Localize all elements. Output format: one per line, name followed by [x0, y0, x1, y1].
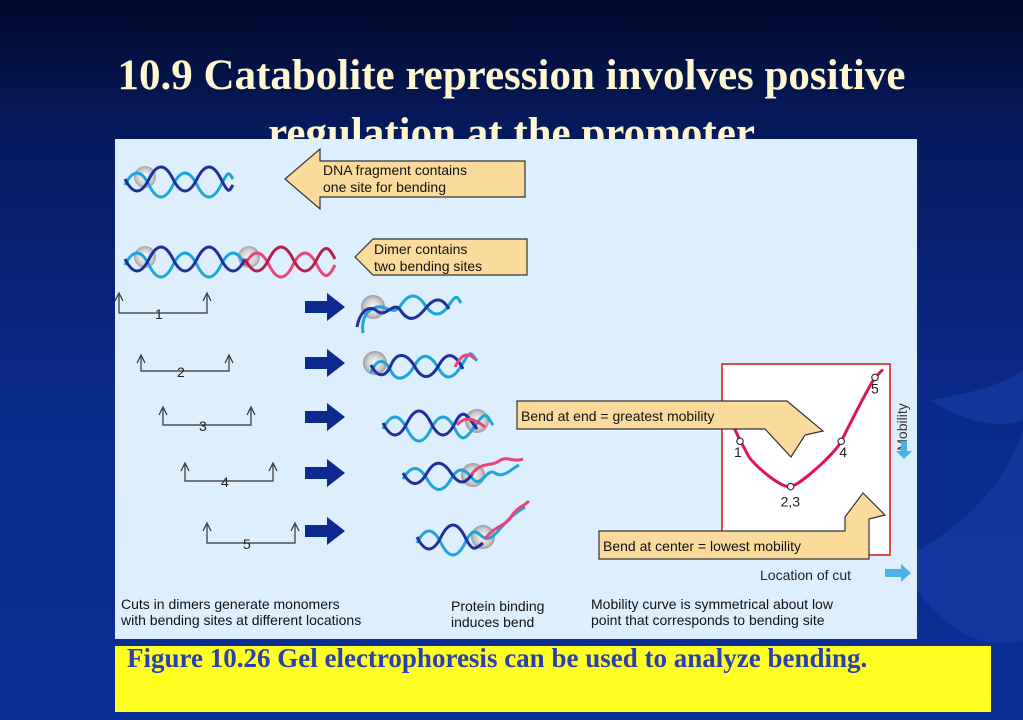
y-axis-title: Mobility [894, 403, 910, 450]
process-arrows [305, 293, 345, 545]
graph-point-label: 1 [734, 444, 742, 460]
graph-point-label: 4 [839, 444, 847, 460]
callout-bend-center-text: Bend at center = lowest mobility [603, 538, 801, 554]
figure-canvas: DNA fragment contains one site for bendi… [115, 147, 912, 630]
footer-col1-line2: with bending sites at different location… [120, 612, 361, 628]
callout-bend-center: Bend at center = lowest mobility [598, 492, 887, 560]
footer-col3-line2: point that corresponds to bending site [591, 612, 825, 628]
footer-col2-line2: induces bend [451, 614, 534, 630]
x-axis-arrow-icon [885, 564, 911, 582]
graph-point [786, 482, 795, 491]
bent-monomer-3 [381, 409, 495, 443]
callout-dimer-line2: two bending sites [374, 258, 482, 274]
cut-label-5: 5 [243, 536, 251, 552]
cut-label-3: 3 [199, 418, 207, 434]
callout-bend-end: Bend at end = greatest mobility [516, 400, 825, 458]
graph-points: 1 2,3 4 5 [734, 373, 879, 510]
callout-dimer: Dimer contains two bending sites [354, 238, 528, 276]
cut-labels: 1 2 3 4 5 [155, 306, 251, 552]
bent-monomer-5 [415, 499, 531, 557]
graph-point-label: 5 [871, 380, 879, 396]
cut-label-1: 1 [155, 306, 163, 322]
bent-monomer-4 [401, 457, 524, 491]
graph-point-label: 2,3 [781, 494, 801, 510]
footer-col2-line1: Protein binding [451, 598, 544, 614]
caption-box: Figure 10.26 Gel electrophoresis can be … [115, 646, 991, 712]
dna-fragment-single [123, 165, 235, 199]
graph-point [871, 373, 879, 382]
dna-dimer [123, 245, 337, 279]
graph-point [837, 437, 846, 446]
bent-monomer-2 [363, 351, 479, 380]
callout-dimer-line1: Dimer contains [374, 241, 467, 257]
bending-figure: DNA fragment contains one site for bendi… [115, 139, 917, 639]
x-axis-title: Location of cut [760, 567, 851, 583]
cut-label-4: 4 [221, 474, 229, 490]
callout-fragment-line2: one site for bending [323, 179, 446, 195]
callout-bend-end-text: Bend at end = greatest mobility [521, 408, 714, 424]
callout-fragment: DNA fragment contains one site for bendi… [284, 147, 526, 211]
y-axis-label: Mobility [894, 403, 912, 459]
y-axis-arrow-icon [896, 441, 912, 459]
bent-monomer-1 [355, 294, 463, 334]
footer-col3-line1: Mobility curve is symmetrical about low [591, 596, 834, 612]
figure-caption: Figure 10.26 Gel electrophoresis can be … [127, 646, 868, 673]
callout-fragment-line1: DNA fragment contains [323, 162, 467, 178]
cut-brackets [115, 291, 300, 544]
figure-footer: Cuts in dimers generate monomers with be… [120, 596, 834, 630]
graph-point [736, 437, 744, 446]
footer-col1-line1: Cuts in dimers generate monomers [121, 596, 340, 612]
cut-label-2: 2 [177, 364, 185, 380]
